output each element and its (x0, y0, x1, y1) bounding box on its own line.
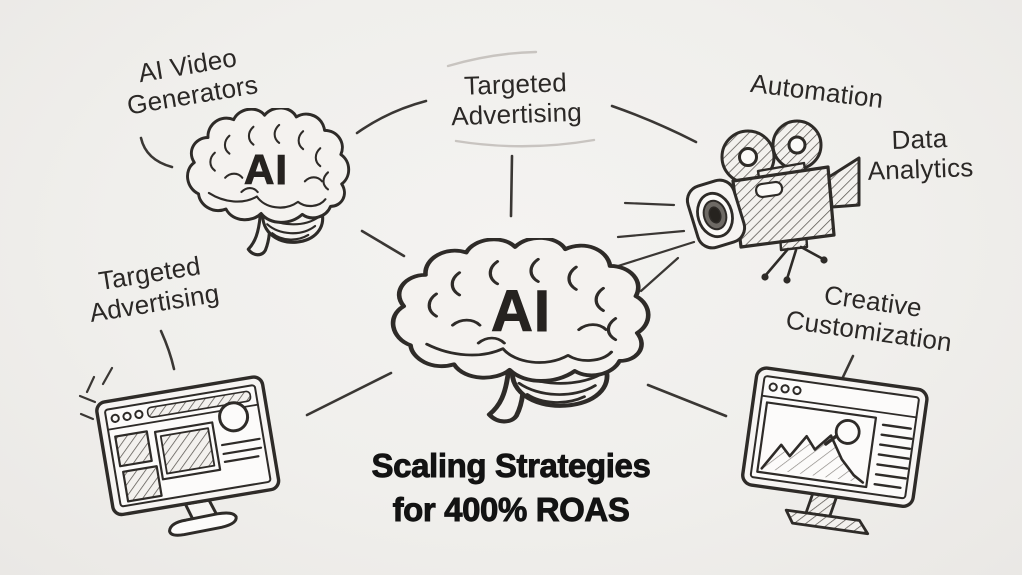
connector-leftmonitor-centerbrain (305, 371, 393, 417)
video-camera-icon (685, 119, 861, 284)
browser-dots (110, 409, 144, 423)
sidebar-lines (873, 423, 913, 490)
analytics-monitor-icon (741, 366, 929, 536)
monitor-stand-base (784, 508, 870, 536)
target-circle (218, 401, 250, 433)
mountain-fill (761, 435, 863, 483)
browser-dots (768, 382, 802, 396)
film-reels (720, 119, 823, 187)
pencil-swishes (446, 50, 596, 148)
camera-viewfinder (827, 156, 861, 209)
ad-dashboard-monitor-icon (95, 375, 281, 537)
label-targeted-advertising-top: Targeted Advertising (450, 67, 583, 132)
camera-lens (685, 178, 747, 250)
connector-lines (139, 99, 855, 418)
camera-body-plate (754, 180, 784, 199)
browser-toolbar (146, 390, 252, 419)
connector-creativelabel-monitor (841, 354, 855, 379)
page-title: Scaling Strategies for 400% ROAS (371, 447, 651, 528)
ad-thumbnail-1 (114, 430, 153, 468)
label-data-analytics: Data Analytics (867, 123, 974, 186)
monitor-stand-base (168, 511, 238, 537)
line-chart (760, 434, 865, 484)
magnifier-icon (824, 419, 861, 446)
text-lines (220, 437, 263, 463)
ad-thumbnail-2 (122, 465, 163, 503)
connector-smallbrain-toplabel (355, 99, 428, 135)
connector-smallbrain-centerbrain (360, 229, 406, 258)
connector-toplabel-camera (610, 104, 698, 144)
connector-videolabel-smallbrain (139, 136, 174, 169)
small-brain-ai-label: AI (244, 146, 288, 194)
connector-centerbrain-rightmonitor (646, 383, 728, 418)
sparkle-rays (78, 366, 114, 421)
connector-toplabel-centerbrain (509, 154, 514, 218)
center-brain-ai-label: AI (491, 279, 551, 345)
camera-rays (616, 201, 696, 293)
connector-leftlabel-monitor (159, 329, 176, 371)
